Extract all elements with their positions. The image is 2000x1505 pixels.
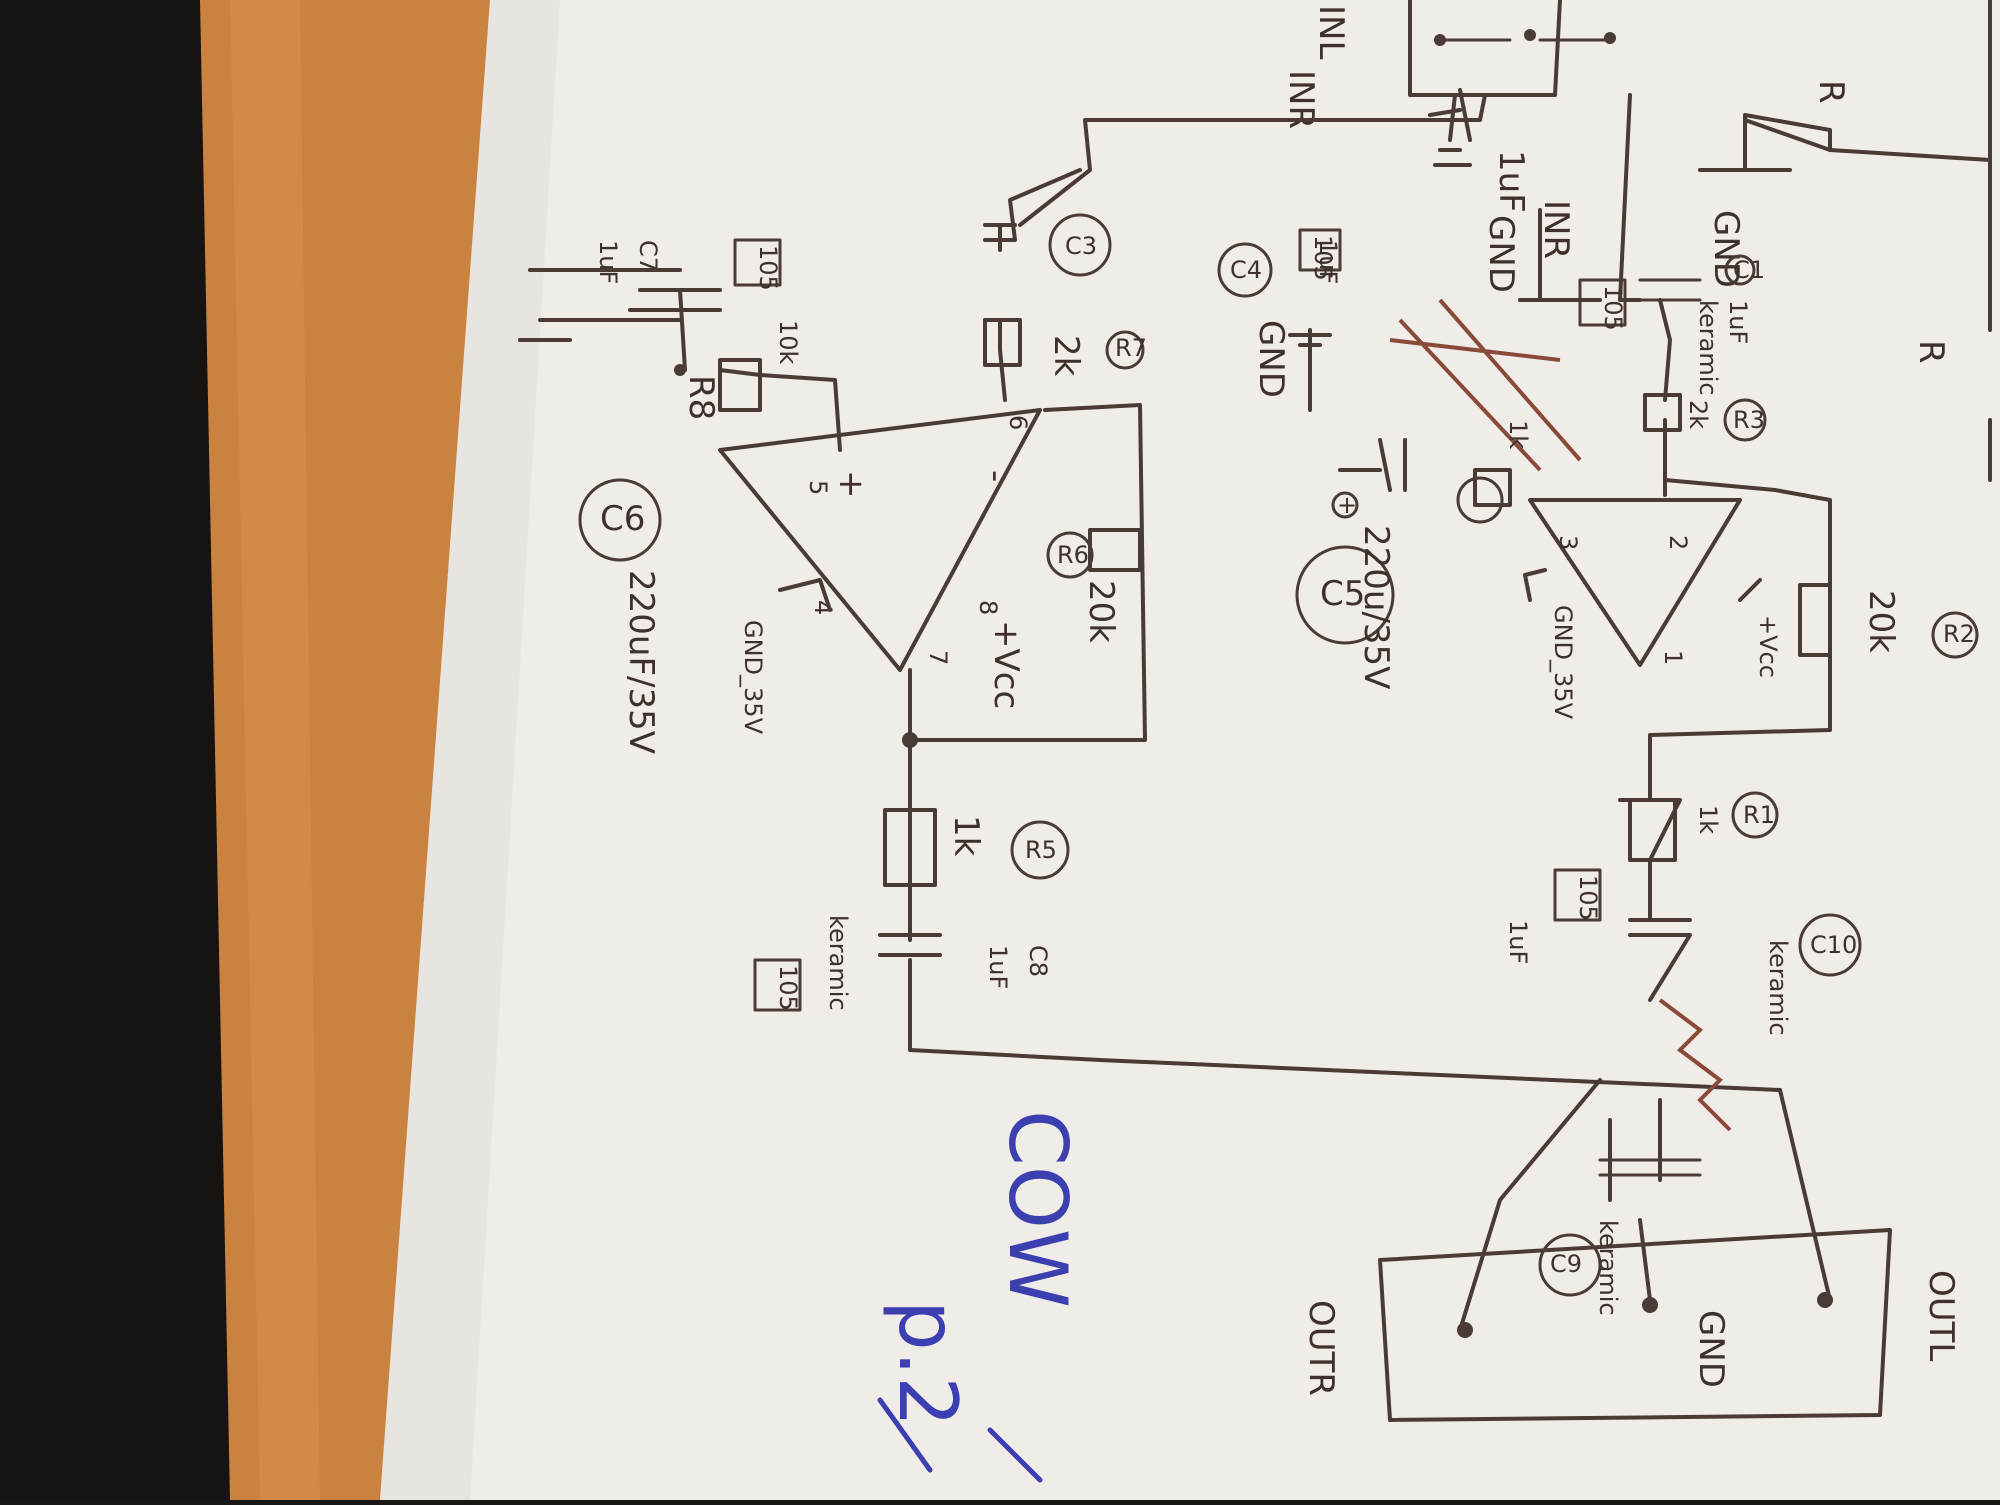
vcc-label: +Vcc [986, 620, 1026, 709]
r5-label: R5 [1025, 836, 1057, 864]
input-network: 1uF GND INR 1uF keramic C1 105 [1428, 88, 1765, 497]
svg-text:keramic: keramic [1694, 300, 1722, 396]
svg-text:2: 2 [1664, 535, 1692, 550]
c10-label: C10 [1810, 931, 1857, 959]
outr-label: OUTR [1301, 1300, 1341, 1396]
r1-label: R1 [1743, 801, 1775, 829]
gnd35-lower: GND_35V [739, 620, 767, 735]
svg-text:1k: 1k [1504, 420, 1532, 449]
svg-text:4: 4 [809, 600, 837, 615]
svg-text:5: 5 [804, 480, 832, 495]
r8-label: R8 [681, 375, 721, 420]
gnd-c4-label: GND [1251, 320, 1291, 398]
c10-value: 1uF [1504, 920, 1532, 964]
opamp-lower: + - 6 5 7 8 4 GND_35V +Vcc 20k R6 2k R7 … [518, 168, 1147, 754]
svg-text:1uF: 1uF [594, 240, 622, 284]
r7-value: 2k [1046, 335, 1086, 377]
svg-text:8: 8 [974, 600, 1002, 615]
svg-text:1: 1 [1659, 650, 1687, 665]
c5-value: 220u/35V [1356, 525, 1396, 689]
c9-label: C9 [1550, 1250, 1582, 1278]
cow-label: COW [991, 1110, 1084, 1308]
svg-text:INR: INR [1536, 200, 1576, 259]
c8-label: C8 [1024, 945, 1052, 977]
svg-text:keramic: keramic [824, 915, 852, 1011]
svg-text:R: R [1911, 340, 1951, 364]
svg-text:R3: R3 [1733, 406, 1765, 434]
svg-text:+Vcc: +Vcc [1754, 615, 1782, 678]
tag-105-a: 105 [1599, 285, 1627, 331]
gnd-out-label: GND [1691, 1310, 1731, 1388]
r6-label: R6 [1057, 541, 1089, 569]
opamp-upper-triangle [1528, 498, 1742, 667]
c6-label: C6 [600, 499, 645, 539]
svg-text:GND: GND [1481, 215, 1521, 293]
gnd35-upper: GND_35V [1549, 605, 1577, 720]
page-number: p.2 [881, 1300, 974, 1427]
svg-text:3: 3 [1554, 535, 1582, 550]
svg-text:105: 105 [774, 965, 802, 1011]
svg-text:+: + [831, 470, 871, 499]
svg-text:7: 7 [924, 650, 952, 665]
svg-text:+: + [1337, 491, 1357, 519]
svg-text:R7: R7 [1115, 334, 1147, 362]
c3-label: C3 [1065, 232, 1097, 260]
svg-text:R: R [1811, 80, 1851, 104]
c5-label: C5 [1320, 574, 1365, 614]
svg-text:-: - [976, 470, 1016, 482]
c4-label: C4 [1230, 256, 1262, 284]
svg-text:105: 105 [754, 245, 782, 291]
svg-text:105: 105 [1309, 235, 1337, 281]
r2-label: R2 [1943, 620, 1975, 648]
svg-text:1uF: 1uF [1724, 300, 1752, 344]
svg-text:keramic: keramic [1764, 940, 1792, 1036]
r5-value: 1k [946, 815, 986, 857]
c7-label: C7 [634, 240, 662, 272]
svg-text:2k: 2k [1684, 400, 1712, 429]
c9-value: 1uF [1491, 150, 1531, 213]
inl-label: INL [1311, 5, 1351, 59]
opamp-upper: 3 2 1 GND_35V +Vcc 20k R2 2k R3 1k [1389, 298, 1979, 747]
svg-text:C1: C1 [1733, 256, 1765, 284]
c4-c5-group: C4 GND 1uF 105 + C5 220u/35V [1217, 228, 1407, 689]
output-network: 1k R5 1uF C8 keramic 105 1k R1 1uF 105 C… [753, 668, 1862, 1132]
blue-annotations: COW p.2 [877, 1110, 1084, 1483]
output-connector: C9 keramic OUTL GND OUTR [1301, 1078, 1961, 1422]
outl-label: OUTL [1921, 1270, 1961, 1361]
svg-text:105: 105 [1574, 875, 1602, 921]
r8-value: 10k [774, 320, 802, 365]
svg-text:6: 6 [1004, 415, 1032, 430]
r2-value: 20k [1861, 590, 1901, 653]
r6-value: 20k [1081, 580, 1121, 643]
svg-text:keramic: keramic [1594, 1220, 1622, 1316]
c8-value: 1uF [984, 945, 1012, 989]
opamp-lower-triangle [718, 408, 1042, 672]
input-connector: INR INL [1018, 0, 1616, 227]
c6-value: 220uF/35V [621, 570, 661, 754]
r1-value: 1k [1694, 805, 1722, 834]
svg-text:1uF: 1uF [1314, 240, 1342, 284]
